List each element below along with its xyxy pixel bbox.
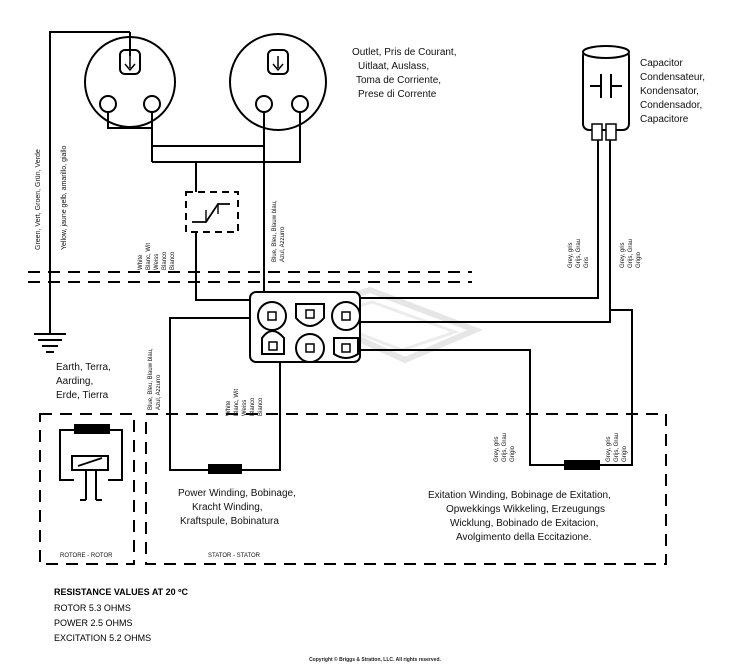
wire-label-grey-exc-left: Grey, gris Grijs, Grau Grigio — [494, 433, 516, 462]
svg-text:Grijs, Grau: Grijs, Grau — [614, 433, 620, 462]
svg-text:Grigio: Grigio — [636, 251, 642, 268]
svg-text:Grey, gris: Grey, gris — [568, 242, 574, 268]
earth-ground-icon — [34, 330, 66, 353]
svg-text:Kraftspule, Bobinatura: Kraftspule, Bobinatura — [180, 516, 279, 527]
stator-box: STATOR - STATOR — [145, 413, 667, 565]
outlet-right-socket — [229, 33, 327, 131]
rotor-label: ROTORE - ROTOR — [60, 553, 113, 559]
svg-text:Blanco: Blanco — [162, 251, 168, 270]
svg-text:Azul, Azzurro: Azul, Azzurro — [156, 374, 162, 410]
breaker-switch — [185, 191, 239, 233]
wire-label-grey-cap-left: Grey, gris Grijs, Grau Gris — [568, 239, 590, 268]
svg-text:Kracht Winding,: Kracht Winding, — [192, 502, 263, 513]
outlet-label: Outlet, Pris de Courant, Uitlaat, Auslas… — [352, 47, 457, 100]
svg-text:Capacitore: Capacitore — [640, 114, 689, 125]
svg-text:Grey, gris: Grey, gris — [606, 436, 612, 462]
svg-text:Erde, Tierra: Erde, Tierra — [56, 390, 109, 401]
svg-text:Avolgimento della Eccitazione: Avolgimento della Eccitazione. — [456, 532, 591, 543]
earth-label: Earth, Terra, Aarding, Erde, Tierra — [56, 362, 111, 401]
svg-text:Weiss: Weiss — [242, 400, 248, 416]
separator-lines — [28, 271, 472, 283]
svg-text:Grijs, Grau: Grijs, Grau — [628, 239, 634, 268]
wire-label-green: Green, Vert, Groen, Grün, Verde — [35, 149, 42, 250]
svg-text:Blanc, Wit: Blanc, Wit — [146, 243, 152, 270]
excitation-winding-coil — [564, 460, 600, 470]
wire-label-white-bottom: White Blanc, Wit Weiss Blanco Bianco — [226, 389, 264, 416]
svg-text:Blue, Bleu, Blauw blau,: Blue, Bleu, Blauw blau, — [272, 200, 278, 262]
svg-text:Gris: Gris — [584, 257, 590, 268]
svg-text:Blanc, Wit: Blanc, Wit — [234, 389, 240, 416]
svg-text:Grey, gris: Grey, gris — [494, 436, 500, 462]
stator-label: STATOR - STATOR — [208, 553, 261, 559]
resistance-excitation: EXCITATION 5.2 OHMS — [54, 633, 152, 643]
rotor-box: ROTORE - ROTOR — [39, 413, 135, 565]
wire-label-grey-cap-right: Grey, gris Grijs, Grau Grigio — [620, 239, 642, 268]
svg-text:Condensateur,: Condensateur, — [640, 72, 705, 83]
svg-text:Azul, Azzurro: Azul, Azzurro — [280, 226, 286, 262]
outlet — [84, 33, 327, 131]
svg-text:Exitation Winding, Bobinage de: Exitation Winding, Bobinage de Exitation… — [428, 490, 611, 501]
svg-text:Prese di Corrente: Prese di Corrente — [358, 89, 437, 100]
svg-text:Grijs, Grau: Grijs, Grau — [502, 433, 508, 462]
svg-text:Toma de Corriente,: Toma de Corriente, — [356, 75, 441, 86]
svg-text:Outlet, Pris de Courant,: Outlet, Pris de Courant, — [352, 47, 457, 58]
svg-text:Bianco: Bianco — [258, 397, 264, 416]
svg-text:Capacitor: Capacitor — [640, 58, 683, 69]
svg-text:Weiss: Weiss — [154, 254, 160, 270]
svg-text:Grijs, Grau: Grijs, Grau — [576, 239, 582, 268]
capacitor — [582, 45, 630, 141]
svg-text:Kondensator,: Kondensator, — [640, 86, 699, 97]
resistance-title: RESISTANCE VALUES AT 20 ºC — [54, 587, 188, 597]
svg-text:Wicklung, Bobinado de Exitacio: Wicklung, Bobinado de Exitacion, — [450, 518, 598, 529]
wire-label-blue-bottom: Blue, Bleu, Blauw blau, Azul, Azzurro — [148, 348, 162, 410]
excitation-winding-label: Exitation Winding, Bobinage de Exitation… — [428, 490, 611, 543]
svg-text:Grigio: Grigio — [510, 445, 516, 462]
wires — [49, 31, 633, 471]
terminal-connector-block — [249, 291, 361, 363]
svg-text:Condensador,: Condensador, — [640, 100, 702, 111]
svg-text:Uitlaat, Auslass,: Uitlaat, Auslass, — [358, 61, 429, 72]
capacitor-label: Capacitor Condensateur, Kondensator, Con… — [640, 58, 705, 125]
svg-text:Bianco: Bianco — [170, 251, 176, 270]
svg-text:Blue, Bleu, Blauw blau,: Blue, Bleu, Blauw blau, — [148, 348, 154, 410]
svg-text:Grey, gris: Grey, gris — [620, 242, 626, 268]
svg-text:White: White — [226, 400, 232, 416]
svg-text:Blanco: Blanco — [250, 397, 256, 416]
wire-label-yellow: Yellow, jaune gelb, amarillo, giallo — [61, 145, 68, 250]
resistance-rotor: ROTOR 5.3 OHMS — [54, 603, 131, 613]
svg-text:Power Winding, Bobinage,: Power Winding, Bobinage, — [178, 488, 296, 499]
svg-text:White: White — [138, 254, 144, 270]
wire-label-blue-top: Blue, Bleu, Blauw blau, Azul, Azzurro — [272, 200, 286, 262]
copyright-notice: Copyright © Briggs & Stratton, LLC. All … — [309, 657, 441, 663]
svg-text:Opwekkings Wikkeling, Erzeugun: Opwekkings Wikkeling, Erzeugungs — [446, 504, 605, 515]
resistance-power: POWER 2.5 OHMS — [54, 618, 133, 628]
power-winding-coil — [208, 464, 242, 474]
svg-text:Aarding,: Aarding, — [56, 376, 93, 387]
power-winding-label: Power Winding, Bobinage, Kracht Winding,… — [178, 488, 296, 527]
svg-text:Earth, Terra,: Earth, Terra, — [56, 362, 111, 373]
svg-text:Grigio: Grigio — [622, 445, 628, 462]
wire-label-white-top: White Blanc, Wit Weiss Blanco Bianco — [138, 243, 176, 270]
wire-label-grey-exc-right: Grey, gris Grijs, Grau Grigio — [606, 433, 628, 462]
